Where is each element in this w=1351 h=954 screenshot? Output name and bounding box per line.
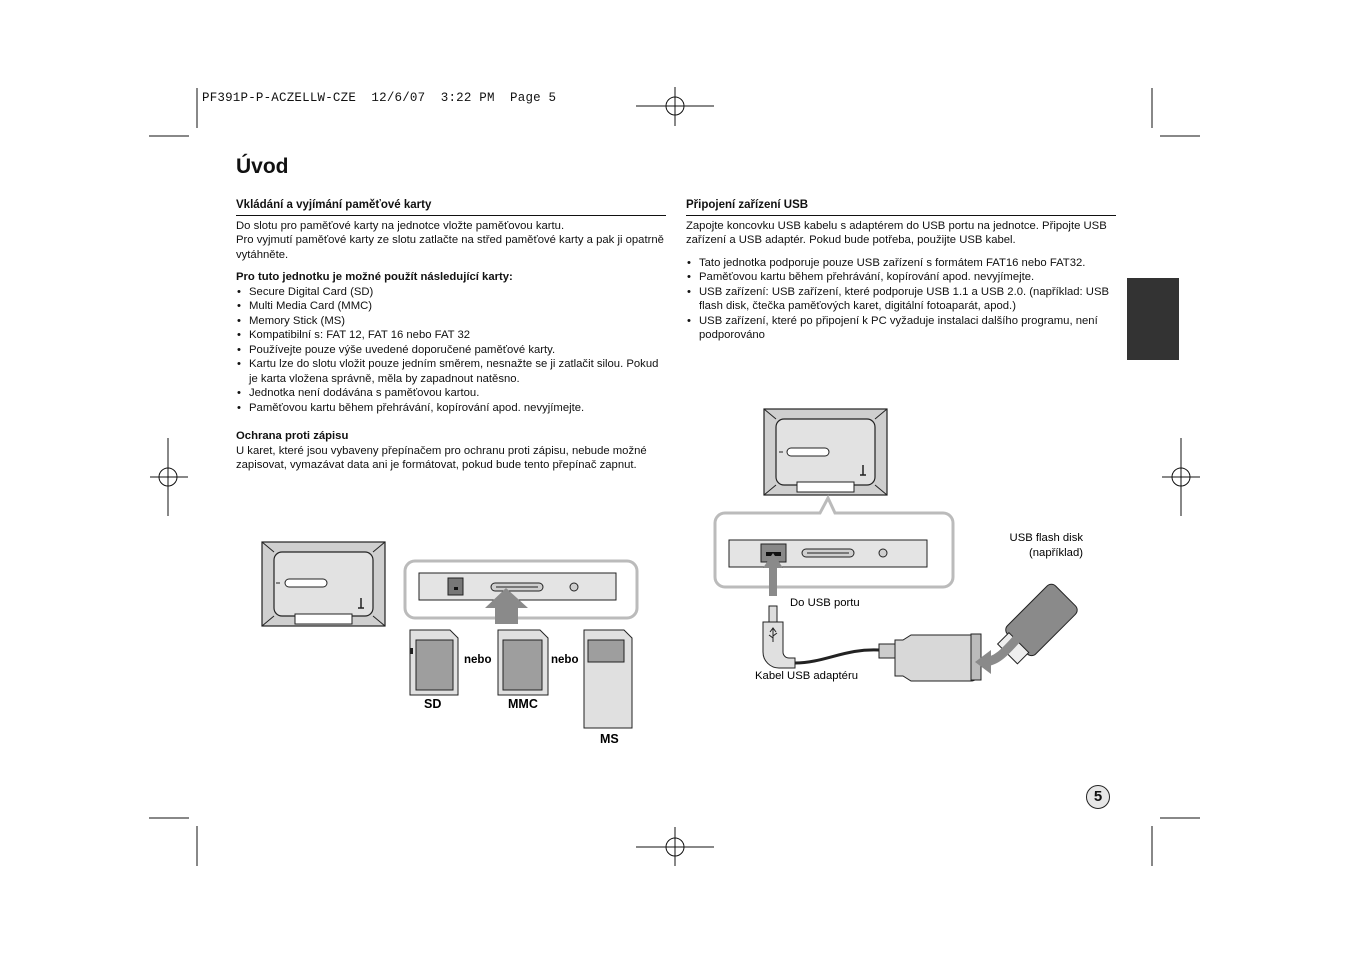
list-item: Memory Stick (MS) — [236, 314, 666, 329]
flash-disk-label: USB flash disk — [1010, 532, 1084, 544]
list-item: Kompatibilní s: FAT 12, FAT 16 nebo FAT … — [236, 328, 666, 343]
paragraph: Zapojte koncovku USB kabelu s adaptérem … — [686, 219, 1107, 247]
write-protect-heading: Ochrana proti zápisu — [236, 430, 349, 442]
list-item: Paměťovou kartu během přehrávání, kopíro… — [236, 401, 666, 416]
cards-heading: Pro tuto jednotku je možné použít násled… — [236, 271, 513, 283]
paragraph: Pro vyjmutí paměťové karty ze slotu zatl… — [236, 234, 664, 261]
page-title: Úvod — [236, 155, 289, 178]
usb-list: Tato jednotka podporuje pouze USB zaříze… — [686, 256, 1116, 343]
photo-frame-device — [763, 408, 888, 496]
list-item: USB zařízení: USB zařízení, které podpor… — [686, 285, 1116, 314]
mmc-label: MMC — [508, 697, 538, 711]
usb-port-label: Do USB portu — [790, 597, 860, 609]
list-item: Secure Digital Card (SD) — [236, 285, 666, 300]
list-item: Tato jednotka podporuje pouze USB zaříze… — [686, 256, 1116, 271]
cards-list: Secure Digital Card (SD) Multi Media Car… — [236, 285, 666, 416]
list-item: USB zařízení, které po připojení k PC vy… — [686, 314, 1116, 343]
memory-card-figure: nebo nebo SD MMC MS — [261, 541, 639, 746]
section-heading-memory-card: Vkládání a vyjímání paměťové karty — [236, 198, 666, 216]
write-protect-text: U karet, které jsou vybaveny přepínačem … — [236, 444, 647, 472]
or-label: nebo — [551, 654, 578, 666]
flash-disk-example-label: (například) — [1029, 547, 1083, 559]
list-item: Multi Media Card (MMC) — [236, 299, 666, 314]
ms-label: MS — [600, 732, 619, 746]
list-item: Kartu lze do slotu vložit pouze jedním s… — [236, 357, 666, 386]
usb-figure: USB flash disk (například) Do USB portu … — [713, 408, 1084, 682]
list-item: Používejte pouze výše uvedené doporučené… — [236, 343, 666, 358]
right-column: Připojení zařízení USB Zapojte koncovku … — [686, 198, 1116, 343]
section-heading-usb: Připojení zařízení USB — [686, 198, 1116, 216]
photo-frame-device — [261, 541, 386, 627]
paragraph: Do slotu pro paměťové karty na jednotce … — [236, 219, 565, 232]
usb-cable-label: Kabel USB adaptéru — [755, 670, 858, 682]
page-number: 5 — [1086, 785, 1110, 809]
list-item: Paměťovou kartu během přehrávání, kopíro… — [686, 270, 1116, 285]
left-column: Vkládání a vyjímání paměťové karty Do sl… — [236, 198, 666, 473]
list-item: Jednotka není dodávána s paměťovou karto… — [236, 386, 666, 401]
or-label: nebo — [464, 654, 491, 666]
language-tab-block — [1127, 278, 1179, 360]
print-header: PF391P-P-ACZELLW-CZE 12/6/07 3:22 PM Pag… — [202, 91, 557, 105]
sd-label: SD — [424, 697, 441, 711]
registration-marks — [150, 87, 1200, 866]
